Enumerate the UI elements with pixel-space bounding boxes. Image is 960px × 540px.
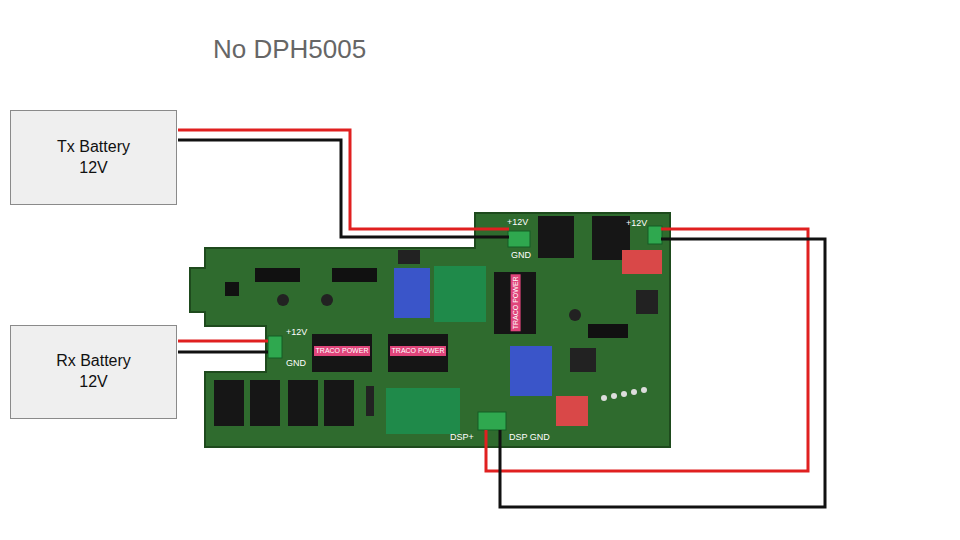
led — [631, 389, 637, 395]
relay — [288, 380, 318, 426]
breakout-board — [622, 250, 662, 274]
terminal-block — [648, 226, 662, 244]
capacitor — [321, 294, 333, 306]
pin-name: DSP+ — [450, 433, 474, 443]
pin-name: DSP GND — [509, 433, 550, 443]
header — [398, 250, 420, 264]
black-wire — [178, 140, 509, 237]
led — [601, 395, 607, 401]
terminal-block — [478, 412, 506, 430]
ic-chip — [332, 268, 377, 282]
terminal-block — [508, 231, 530, 247]
pin-name: +12V — [286, 328, 307, 338]
breakout-board — [386, 388, 460, 434]
breakout-board — [394, 268, 430, 318]
red-wire — [178, 130, 509, 229]
battery-box: Tx Battery 12V — [10, 110, 177, 205]
black-wire — [500, 239, 825, 507]
red-wire — [178, 340, 268, 343]
relay — [214, 380, 244, 426]
ic-chip — [225, 282, 239, 296]
relay — [538, 216, 574, 258]
relay — [250, 380, 280, 426]
breakout-board — [510, 346, 552, 396]
battery-label: Rx Battery 12V — [48, 351, 140, 393]
header — [570, 348, 596, 372]
power-module — [312, 334, 372, 372]
led — [611, 393, 617, 399]
pin-name: +12V — [507, 218, 528, 228]
relay — [324, 380, 354, 426]
breakout-board — [556, 396, 588, 426]
header — [636, 290, 658, 314]
red-wire — [486, 229, 808, 471]
module-brand: TRACO POWER — [390, 346, 447, 356]
battery-label: Tx Battery 12V — [48, 137, 140, 179]
module-brand: TRACO POWER — [510, 275, 520, 332]
led — [641, 387, 647, 393]
capacitor — [569, 309, 581, 321]
capacitor — [277, 294, 289, 306]
black-wire — [178, 351, 268, 354]
power-module — [388, 334, 448, 372]
pin-name: GND — [511, 251, 531, 261]
pin-name: +12V — [626, 219, 647, 229]
module-brand: TRACO POWER — [314, 346, 371, 356]
battery-box: Rx Battery 12V — [10, 325, 177, 419]
pcb-board — [190, 213, 670, 447]
ic-chip — [255, 268, 300, 282]
pin-name: GND — [286, 359, 306, 369]
diagram-title: No DPH5005 — [213, 34, 366, 65]
terminal-block — [268, 336, 282, 358]
power-module — [494, 272, 536, 334]
ic-chip — [588, 324, 628, 338]
led — [621, 391, 627, 397]
breakout-board — [434, 266, 486, 322]
diode — [366, 386, 374, 416]
